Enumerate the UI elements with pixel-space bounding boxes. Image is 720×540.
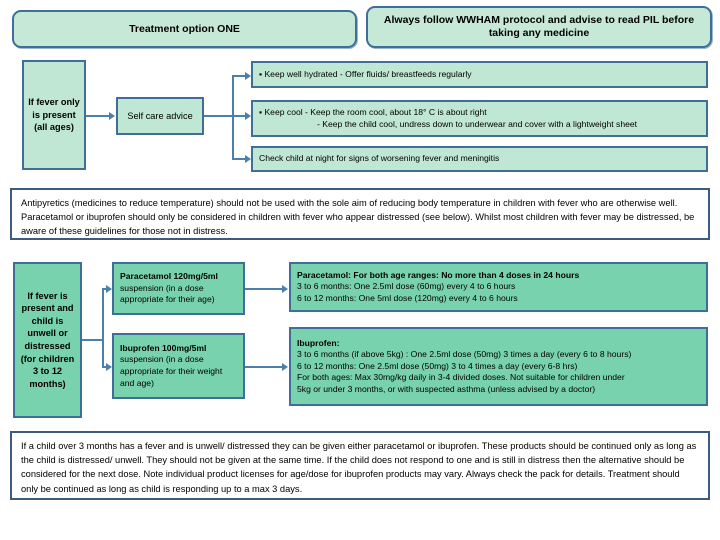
antipyretics-note-text: Antipyretics (medicines to reduce temper… (21, 198, 695, 237)
condition-fever-only-label: If fever only is present (all ages) (28, 97, 80, 133)
medicine-paracetamol-strength: 120mg/5ml (173, 271, 218, 282)
footer-note-panel: If a child over 3 months has a fever and… (10, 431, 710, 500)
connector-to-advice-3 (232, 158, 249, 160)
connector-selfcare-bus (232, 75, 234, 160)
condition-unwell-distressed-box: If fever is present and child is unwell … (13, 262, 82, 418)
connector-condition-bottom-out (82, 339, 104, 341)
connector-selfcare-out (204, 115, 234, 117)
dosing-box-ibuprofen: Ibuprofen: 3 to 6 months (if above 5kg) … (289, 327, 708, 406)
antipyretics-note-panel: Antipyretics (medicines to reduce temper… (10, 188, 710, 240)
self-care-advice-box: Self care advice (116, 97, 204, 135)
arrow-to-paracetamol (106, 285, 112, 293)
medicine-box-paracetamol: Paracetamol 120mg/5ml suspension (in a d… (112, 262, 245, 315)
medicine-box-ibuprofen: Ibuprofen 100mg/5ml suspension (in a dos… (112, 333, 245, 399)
medicine-ibuprofen-text: Ibuprofen 100mg/5ml suspension (in a dos… (120, 343, 237, 389)
advice-box-night-check: Check child at night for signs of worsen… (251, 146, 708, 172)
arrow-to-advice-1 (245, 72, 251, 80)
connector-to-advice-2 (232, 115, 249, 117)
connector-to-advice-1 (232, 75, 249, 77)
advice-keep-cool-line2: - Keep the child cool, undress down to u… (317, 118, 638, 129)
treatment-option-header: Treatment option ONE (12, 10, 357, 48)
condition-unwell-distressed-label: If fever is present and child is unwell … (20, 290, 75, 389)
dosing-ibuprofen-line-4: For both ages: Max 30mg/kg daily in 3-4 … (297, 372, 625, 383)
advice-hydration-line1: Keep well hydrated - Offer fluids/ breas… (264, 68, 472, 79)
dosing-ibuprofen-line-1: Ibuprofen: (297, 337, 340, 348)
dosing-paracetamol-line-3: 6 to 12 months: One 5ml dose (120mg) eve… (297, 292, 518, 303)
advice-keep-cool-line1: Keep cool - Keep the room cool, about 18… (264, 106, 487, 117)
dosing-box-paracetamol: Paracetamol: For both age ranges: No mor… (289, 262, 708, 312)
wwham-notice-label: Always follow WWHAM protocol and advise … (383, 14, 695, 39)
dosing-ibuprofen-line-5: 5kg or under 3 months, or with suspected… (297, 383, 596, 394)
medicine-ibuprofen-name: Ibuprofen (120, 342, 160, 353)
medicine-ibuprofen-detail: suspension (in a dose appropriate for th… (120, 354, 223, 388)
condition-fever-only-box: If fever only is present (all ages) (22, 60, 86, 170)
connector-paracetamol-to-dosing (245, 288, 285, 290)
dosing-ibuprofen-line-2: 3 to 6 months (if above 5kg) : One 2.5ml… (297, 349, 632, 360)
arrow-paracetamol-to-dosing (282, 285, 288, 293)
medicine-paracetamol-detail: suspension (in a dose appropriate for th… (120, 282, 215, 305)
advice-box-keep-cool: ▪ Keep cool - Keep the room cool, about … (251, 100, 708, 137)
arrow-to-advice-2 (245, 112, 251, 120)
bullet-icon: ▪ (259, 68, 263, 79)
arrow-condition-to-selfcare (109, 112, 115, 120)
medicine-paracetamol-text: Paracetamol 120mg/5ml suspension (in a d… (120, 271, 237, 306)
footer-note-text: If a child over 3 months has a fever and… (21, 441, 697, 494)
bullet-icon: ▪ (259, 106, 263, 117)
connector-condition-bottom-bus (102, 288, 104, 368)
medicine-ibuprofen-strength: 100mg/5ml (162, 342, 207, 353)
arrow-to-advice-3 (245, 155, 251, 163)
arrow-ibuprofen-to-dosing (282, 363, 288, 371)
connector-ibuprofen-to-dosing (245, 366, 285, 368)
advice-box-hydration: ▪ Keep well hydrated - Offer fluids/ bre… (251, 61, 708, 88)
treatment-option-label: Treatment option ONE (129, 22, 240, 35)
dosing-ibuprofen-line-3: 6 to 12 months: One 2.5ml dose (50mg) 3 … (297, 360, 578, 371)
self-care-advice-label: Self care advice (127, 110, 193, 121)
wwham-notice-header: Always follow WWHAM protocol and advise … (366, 6, 712, 48)
medicine-paracetamol-name: Paracetamol (120, 271, 172, 282)
arrow-to-ibuprofen (106, 363, 112, 371)
advice-night-check-text: Check child at night for signs of worsen… (259, 153, 500, 164)
advice-hydration-text: ▪ Keep well hydrated - Offer fluids/ bre… (259, 69, 700, 81)
advice-keep-cool-line1-wrap: ▪ Keep cool - Keep the room cool, about … (259, 107, 700, 119)
connector-condition-to-selfcare (86, 115, 110, 117)
dosing-paracetamol-line-1: Paracetamol: For both age ranges: No mor… (297, 269, 580, 280)
dosing-paracetamol-line-2: 3 to 6 months: One 2.5ml dose (60mg) eve… (297, 281, 516, 292)
